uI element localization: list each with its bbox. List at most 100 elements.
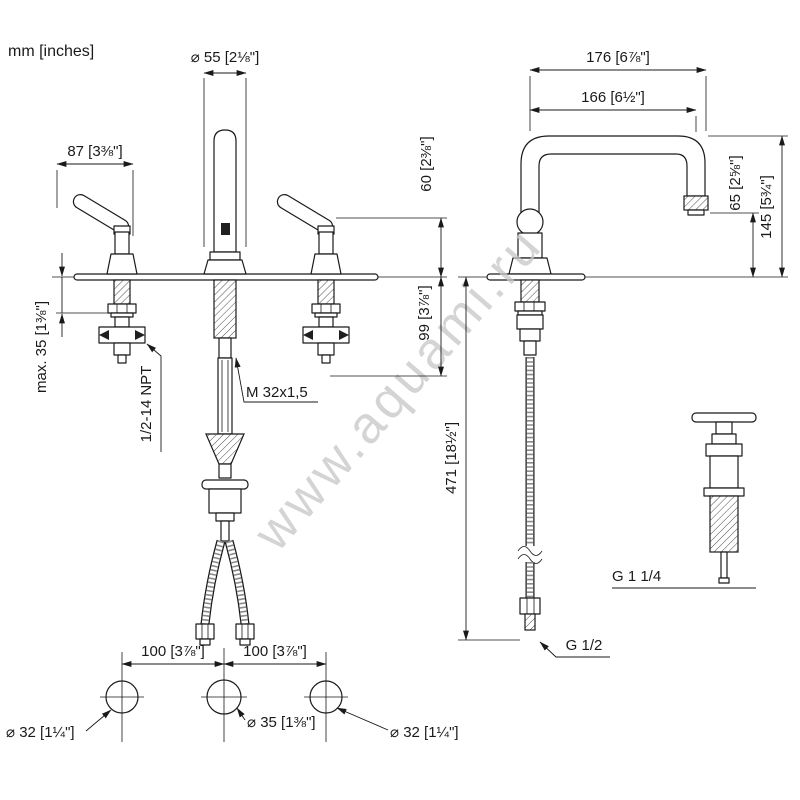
right-handle-escutcheon [310,253,342,275]
ext-lines-176 [529,76,707,131]
waste-ring-lower [705,443,743,457]
right-valve-tip [321,354,331,364]
waste-pullrod [720,551,728,579]
leader-npt [146,343,162,452]
cone-stem [218,463,232,479]
dim-hole-spacing-right: 100 [3⅞"] [243,643,307,660]
ext-lines-60 [336,217,447,278]
side-hose-nut-facets [526,598,535,614]
left-locknut-facets [116,304,128,313]
left-supply-hose-braid [201,540,225,625]
dim-under-deck-depth: 99 [3⅞"] [416,285,433,340]
hose-stub [220,520,230,542]
drain-assembly [691,412,757,584]
dim-outlet-clearance: 65 [2⅝"] [727,155,744,210]
spout-tube-side [520,135,706,216]
waste-rod-tip [718,577,730,584]
label-waste-thread: G 1 1/4 [612,568,661,585]
leader-g12 [539,641,610,658]
left-valve-outlet-arrows [99,330,145,340]
hole-drilling-plan [100,648,348,742]
leader-hole-right [336,707,389,731]
dimension-annotations: ⌀ 55 [2⅛"] 87 [3⅜"] 176 [6⅞"] 166 [6½"] … [6,49,788,741]
deck-plate-front [73,273,379,281]
hose-break-symbol [517,546,543,564]
dim-max-deck-thickness: max. 35 [1⅜"] [33,301,50,393]
left-hose-nut-facets [201,624,209,639]
right-handle-body [318,231,334,255]
dim-outlet-height: 60 [2⅜"] [418,136,435,191]
right-valve-locknut [311,303,341,314]
leader-hole-left [85,709,112,732]
left-hole-crosshair [100,652,144,742]
left-valve-shank-thread [113,279,131,305]
left-hose-tip [199,638,211,646]
waste-neck [715,421,733,435]
label-valve-thread: 1/2-14 NPT [138,366,155,443]
right-valve-lower [317,342,335,356]
dim-spout-base-dia: ⌀ 55 [2⅛"] [191,49,260,66]
right-valve-underdeck [302,279,350,364]
mounting-body [208,488,242,514]
center-underdeck [195,279,255,646]
mounting-cone [205,433,245,465]
ext-lines-87 [56,170,134,236]
right-hose-tip [239,638,251,646]
left-valve-tip [117,354,127,364]
dim-hole-spacing-left: 100 [3⅞"] [141,643,205,660]
left-valve-lower [113,342,131,356]
aerator [683,195,709,211]
dim-total-height: 145 [5¾"] [758,175,775,239]
waste-thread-g114 [709,495,739,553]
dim-hole-dia-center: ⌀ 35 [1⅜"] [247,714,316,731]
right-valve-stem [318,316,334,328]
left-handle-body [114,231,130,255]
right-valve-outlet-arrows [303,330,349,340]
left-valve-locknut [107,303,137,314]
units-label: mm [inches] [8,43,94,60]
right-supply-hose-braid [225,540,249,625]
center-shank-thread-m32 [213,279,237,339]
side-hose-thread-tip [524,613,536,631]
left-handle-escutcheon [106,253,138,275]
center-tube [218,337,232,359]
side-valve-lower [519,328,541,342]
center-hole-circle [206,679,242,715]
right-hose-nut-facets [241,624,249,639]
dim-spout-reach-outer: 176 [6⅞"] [586,49,650,66]
center-hole-crosshair [201,648,247,742]
ext-lines-35 [52,276,108,314]
side-hose-nut [519,597,541,615]
ext-lines-55 [203,78,247,247]
waste-body [709,455,739,489]
right-hole-crosshair [304,652,348,742]
waste-top-flange [691,412,757,423]
right-valve-shank-thread [317,279,335,305]
mounting-flange [201,479,249,490]
leader-m32 [234,357,318,403]
right-hole-circle [309,680,343,714]
right-hose-nut [235,623,255,640]
spout-outlet-window [221,223,230,235]
right-locknut-facets [320,304,332,313]
waste-flange-mid [703,487,745,497]
front-view [72,129,379,646]
spout-column-front [213,129,237,253]
side-hose-stub [523,340,537,356]
label-hose-thread: G 1/2 [566,637,603,654]
left-valve-stem [114,316,130,328]
left-hole-circle [105,680,139,714]
dim-hole-dia-left: ⌀ 32 [1¼"] [6,724,75,741]
dim-hole-dia-right: ⌀ 32 [1¼"] [390,724,459,741]
center-rod-housing [217,357,233,435]
leader-hole-center [236,707,246,721]
waste-ring-upper [711,433,737,445]
side-locknut [514,301,546,312]
dim-hose-length: 471 [18½"] [443,422,460,494]
spout-base-neck [209,251,241,261]
side-view [486,135,709,631]
left-hose-nut [195,623,215,640]
ext-lines-65 [585,212,788,278]
